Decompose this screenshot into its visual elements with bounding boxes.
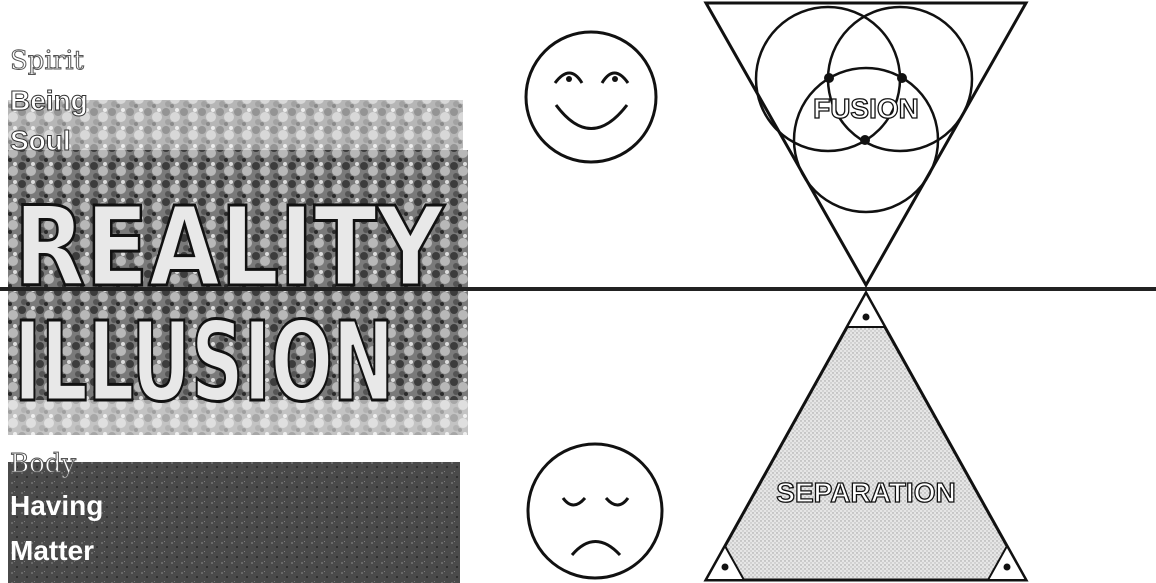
fusion-label: FUSION [813,93,919,124]
word-body: Body [10,449,76,479]
intersection-dot [897,73,907,83]
intersection-dot [824,73,834,83]
sad-face-icon [528,444,662,578]
word-spirit: Spirit [10,46,85,76]
separation-label: SEPARATION [776,477,955,508]
intersection-dot [860,135,870,145]
separation-triangle: SEPARATION [706,293,1026,580]
word-illusion: ILLUSION [14,298,394,426]
word-having: Having [10,490,103,521]
word-matter: Matter [10,535,94,566]
word-soul: Soul [10,125,71,156]
word-being: Being [10,85,88,116]
corner-top [847,293,885,327]
fusion-triangle: FUSION [706,3,1026,285]
happy-face-icon [526,32,656,162]
word-reality: REALITY [14,183,445,311]
